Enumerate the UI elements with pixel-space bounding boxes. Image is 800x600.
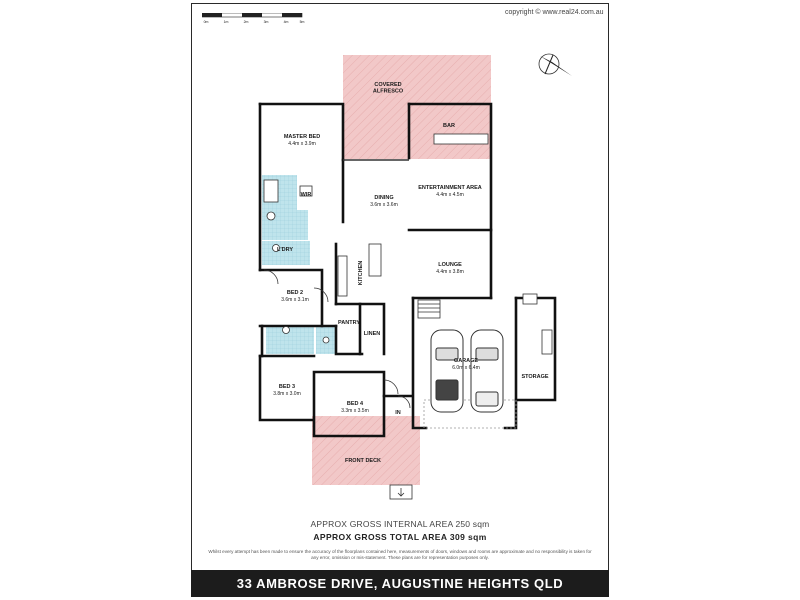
car-icon <box>470 329 504 413</box>
room-dims-bed-3: 3.8m x 3.0m <box>273 391 301 397</box>
scale-label-2: 2m <box>244 20 249 24</box>
room-dims-dining: 3.6m x 3.6m <box>370 202 398 208</box>
scale-label-5: 5m <box>300 20 305 24</box>
scale-bar: 0m 1m 2m 3m 4m 5m <box>202 13 305 24</box>
room-label-front-deck: FRONT DECK <box>345 458 381 464</box>
room-label-dining: DINING <box>374 195 393 201</box>
room-label-lounge: LOUNGE <box>438 262 462 268</box>
room-dims-entertainment-area: 4.4m x 4.5m <box>436 192 464 198</box>
room-dims-lounge: 4.4m x 3.8m <box>436 269 464 275</box>
room-dims-bed-2: 3.6m x 3.1m <box>281 297 309 303</box>
bathroom-tiles <box>266 326 314 354</box>
room-label-bed-2: BED 2 <box>287 290 303 296</box>
front-deck-area <box>312 416 420 485</box>
address-text: 33 AMBROSE DRIVE, AUGUSTINE HEIGHTS QLD <box>236 576 564 591</box>
room-dims-garage: 6.0m x 6.4m <box>452 365 480 371</box>
disclaimer-text: Whilst every attempt has been made to en… <box>208 549 592 560</box>
room-label-entry: IN <box>395 410 401 416</box>
room-dims-bed-4: 3.3m x 3.5m <box>341 408 369 414</box>
plan-details <box>263 133 553 500</box>
room-label-kitchen: KITCHEN <box>358 261 364 285</box>
car-icon <box>430 329 464 413</box>
room-label-linen: LINEN <box>364 331 381 337</box>
scale-label-0: 0m <box>204 20 209 24</box>
room-dims-master-bed: 4.4m x 3.9m <box>288 141 316 147</box>
wir-tiles <box>296 210 308 240</box>
room-label-entertainment-area: ENTERTAINMENT AREA <box>418 185 482 191</box>
room-label-master-bed: MASTER BED <box>284 134 320 140</box>
room-label-laundry: L'DRY <box>277 247 293 253</box>
room-label-garage: GARAGE <box>454 358 478 364</box>
scale-label-3: 3m <box>264 20 269 24</box>
room-label-pantry: PANTRY <box>338 320 360 326</box>
laundry-tiles <box>262 241 310 265</box>
total-area-text: APPROX GROSS TOTAL AREA 309 sqm <box>313 532 487 542</box>
north-arrow-icon <box>538 53 572 76</box>
address-banner: 33 AMBROSE DRIVE, AUGUSTINE HEIGHTS QLD <box>191 570 609 597</box>
scale-label-1: 1m <box>224 20 229 24</box>
room-label-bar: BAR <box>443 123 455 129</box>
room-label-bed-4: BED 4 <box>347 401 364 407</box>
room-label-storage: STORAGE <box>521 374 548 380</box>
internal-area-text: APPROX GROSS INTERNAL AREA 250 sqm <box>310 519 490 529</box>
scale-label-4: 4m <box>284 20 289 24</box>
room-label-wir: WIR <box>301 192 312 198</box>
room-label-bed-3: BED 3 <box>279 384 295 390</box>
walls <box>258 102 557 438</box>
copyright-text: copyright © www.real24.com.au <box>505 9 604 16</box>
